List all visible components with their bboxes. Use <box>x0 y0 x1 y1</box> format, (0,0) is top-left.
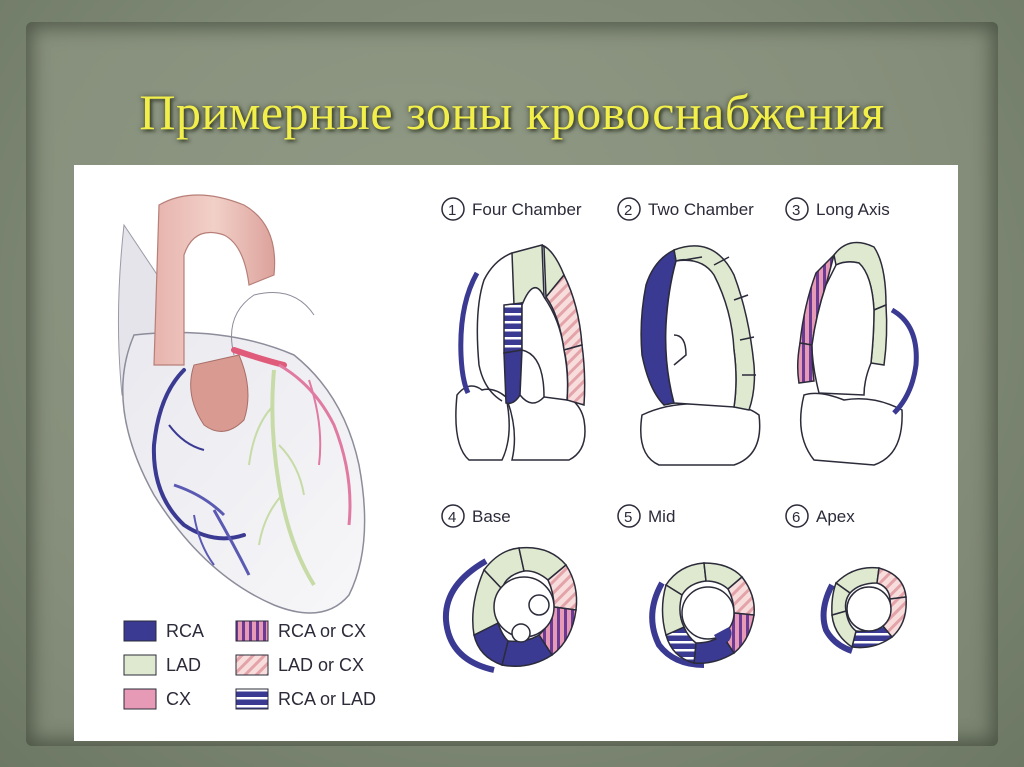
view-number-5: 5 <box>624 509 632 526</box>
view-number-6: 6 <box>792 509 800 526</box>
four-chamber-view <box>455 244 586 461</box>
slide-title: Примерные зоны кровоснабжения <box>139 84 885 140</box>
view-label-apex: Apex <box>816 507 855 526</box>
diagram-svg: RCA LAD CX RCA or CX LAD or CX RCA or LA… <box>117 194 919 710</box>
view-label-mid: Mid <box>648 507 675 526</box>
legend-label-rca-or-cx: RCA or CX <box>278 621 366 641</box>
view-number-3: 3 <box>792 202 800 219</box>
legend-swatch-rca-or-cx <box>235 620 269 642</box>
view-label-four-chamber: Four Chamber <box>472 200 582 219</box>
legend-swatch-rca-or-lad <box>235 688 269 710</box>
view-number-4: 4 <box>448 509 456 526</box>
mid-view <box>649 562 755 668</box>
view-labels: 1 Four Chamber 2 Two Chamber 3 Long Axis… <box>441 197 890 528</box>
view-label-base: Base <box>472 507 511 526</box>
heart-illustration <box>117 194 366 614</box>
legend-label-cx: CX <box>166 689 191 709</box>
legend-swatch-lad-or-cx <box>235 654 269 676</box>
legend-swatch-lad <box>123 654 157 676</box>
legend-label-rca-or-lad: RCA or LAD <box>278 689 376 709</box>
legend-label-rca: RCA <box>166 621 204 641</box>
view-label-long-axis: Long Axis <box>816 200 890 219</box>
view-number-2: 2 <box>624 202 632 219</box>
legend-label-lad: LAD <box>166 655 201 675</box>
legend: RCA LAD CX RCA or CX LAD or CX RCA or LA… <box>123 620 376 710</box>
two-chamber-view <box>640 245 761 466</box>
legend-swatch-rca <box>123 620 157 642</box>
view-number-1: 1 <box>448 202 456 219</box>
view-label-two-chamber: Two Chamber <box>648 200 754 219</box>
long-axis-view <box>796 241 919 466</box>
apex-view <box>820 566 907 654</box>
legend-swatch-cx <box>123 688 157 710</box>
diagram-panel: RCA LAD CX RCA or CX LAD or CX RCA or LA… <box>74 165 958 741</box>
base-view <box>442 546 578 673</box>
legend-label-lad-or-cx: LAD or CX <box>278 655 364 675</box>
